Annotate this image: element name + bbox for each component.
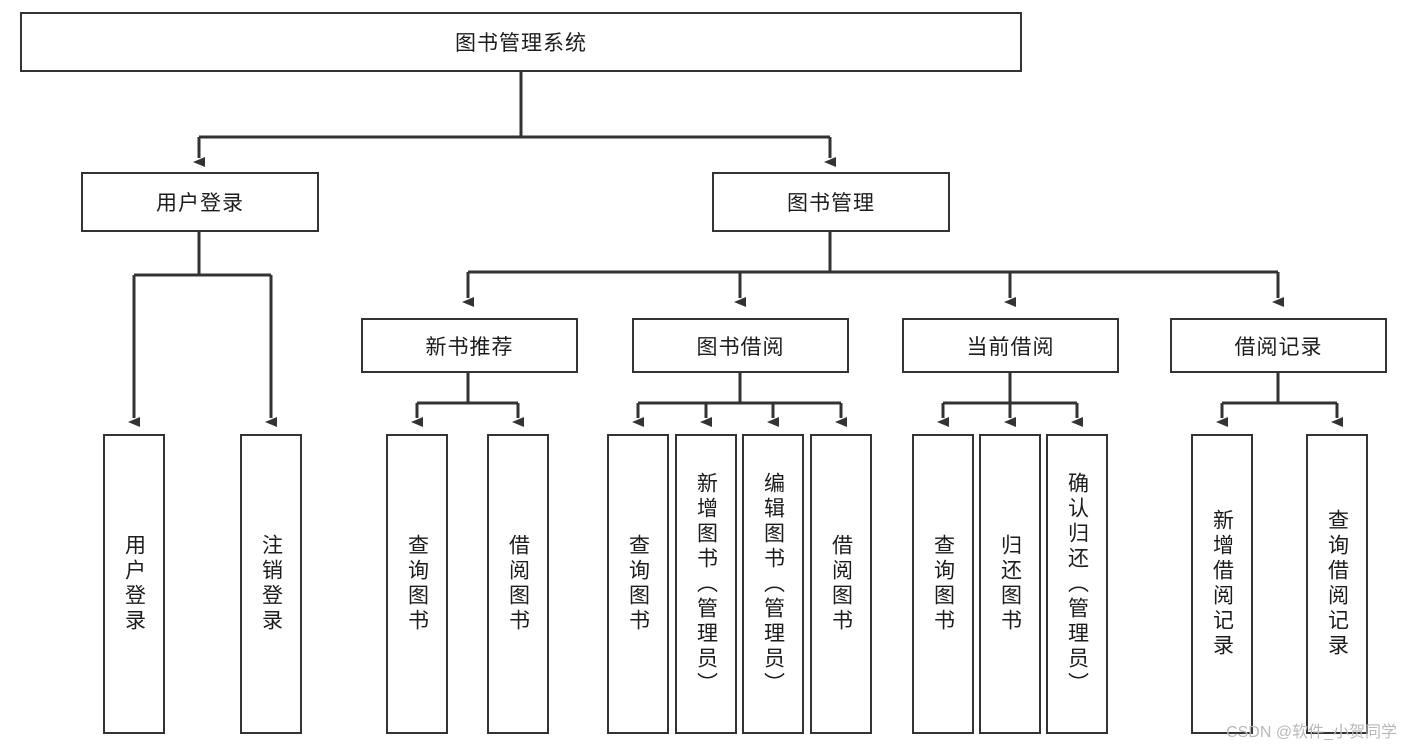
leaf-bookborrow-edit-book[interactable]: 编辑图书（管理员） [742, 434, 804, 734]
node-label: 注销登录 [259, 534, 283, 634]
node-label: 借阅图书 [829, 534, 853, 634]
node-label: 查询图书 [931, 534, 955, 634]
node-user-login[interactable]: 用户登录 [81, 172, 319, 232]
node-label: 图书借阅 [696, 335, 785, 359]
leaf-bookborrow-add-book[interactable]: 新增图书（管理员） [675, 434, 737, 734]
node-book-borrow[interactable]: 图书借阅 [632, 318, 849, 373]
leaf-bookborrow-query-book[interactable]: 查询图书 [607, 434, 669, 734]
node-label: 用户登录 [156, 192, 244, 215]
node-label: 新增借阅记录 [1210, 509, 1234, 659]
node-label: 编辑图书（管理员） [761, 471, 785, 697]
leaf-currentborrow-query-book[interactable]: 查询图书 [912, 434, 974, 734]
node-borrow-record[interactable]: 借阅记录 [1170, 318, 1387, 373]
node-new-book-recommend[interactable]: 新书推荐 [361, 318, 578, 373]
leaf-currentborrow-confirm-return[interactable]: 确认归还（管理员） [1046, 434, 1108, 734]
leaf-user-login-logout[interactable]: 注销登录 [240, 434, 302, 734]
node-label: 新增图书（管理员） [694, 471, 718, 697]
node-label: 归还图书 [998, 534, 1022, 634]
leaf-borrowrecord-add-record[interactable]: 新增借阅记录 [1191, 434, 1253, 734]
node-label: 查询图书 [405, 534, 429, 634]
node-book-manage[interactable]: 图书管理 [712, 172, 950, 232]
leaf-user-login-login[interactable]: 用户登录 [103, 434, 165, 734]
watermark-text: CSDN @软件_小贺同学 [1226, 724, 1397, 741]
node-label: 查询借阅记录 [1325, 509, 1349, 659]
node-label: 确认归还（管理员） [1065, 471, 1089, 697]
node-root-system[interactable]: 图书管理系统 [20, 12, 1022, 72]
node-current-borrow[interactable]: 当前借阅 [902, 318, 1119, 373]
node-label: 图书管理系统 [455, 32, 587, 55]
node-label: 当前借阅 [966, 335, 1055, 359]
node-label: 借阅记录 [1234, 335, 1323, 359]
node-label: 图书管理 [787, 192, 875, 215]
node-label: 借阅图书 [506, 534, 530, 634]
node-label: 用户登录 [122, 534, 146, 634]
leaf-bookborrow-borrow-book[interactable]: 借阅图书 [810, 434, 872, 734]
leaf-newbook-borrow-book[interactable]: 借阅图书 [487, 434, 549, 734]
leaf-currentborrow-return-book[interactable]: 归还图书 [979, 434, 1041, 734]
leaf-newbook-query-book[interactable]: 查询图书 [386, 434, 448, 734]
leaf-borrowrecord-query-record[interactable]: 查询借阅记录 [1306, 434, 1368, 734]
node-label: 查询图书 [626, 534, 650, 634]
node-label: 新书推荐 [425, 335, 514, 359]
